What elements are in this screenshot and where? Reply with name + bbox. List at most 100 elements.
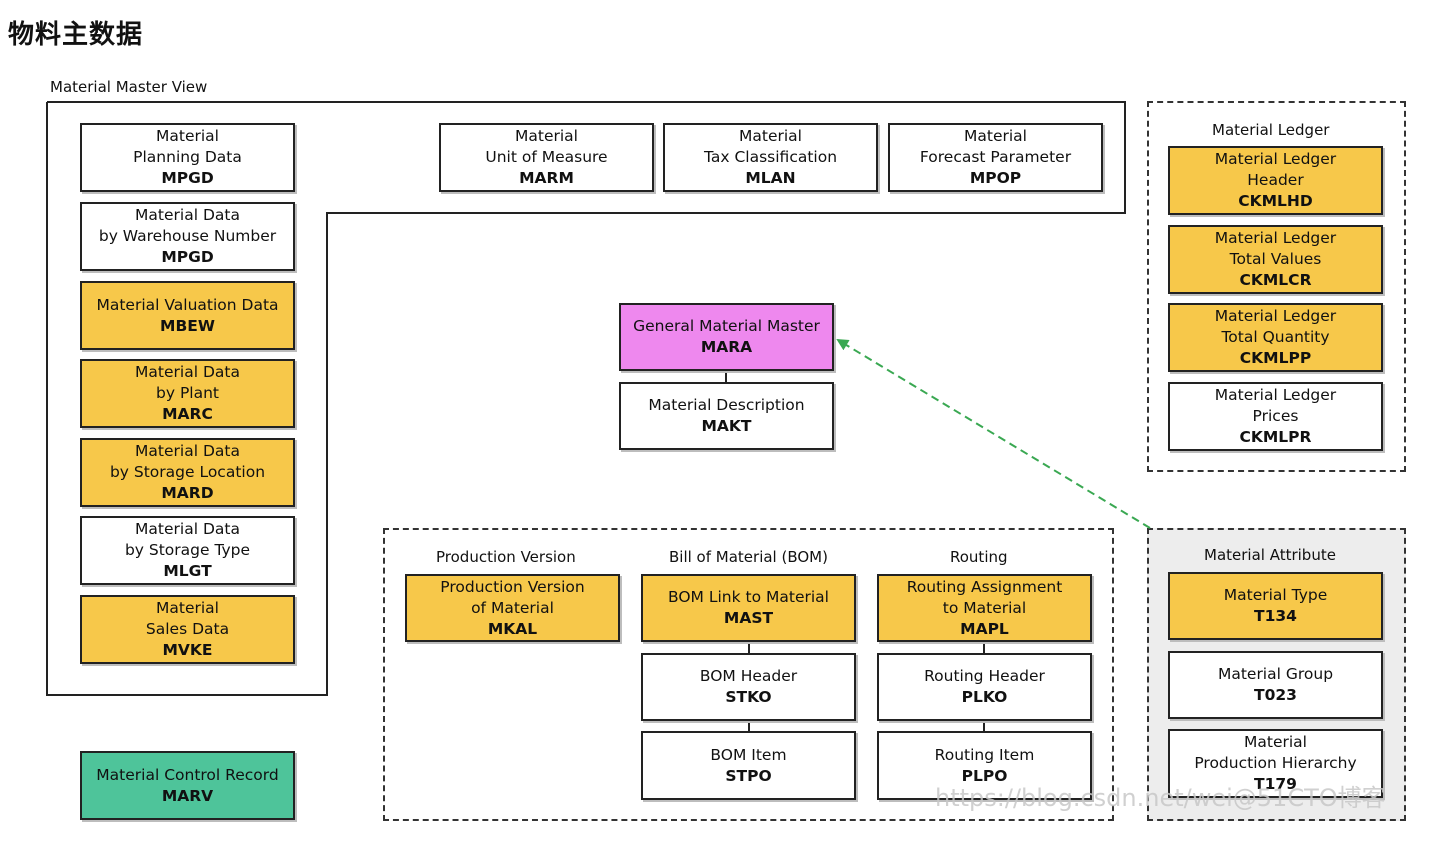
box-line: to Material (942, 598, 1027, 617)
table-code: MVKE (162, 641, 213, 659)
box-mvke: Material Sales Data MVKE (80, 595, 295, 664)
box-line: Material (1244, 733, 1307, 751)
box-ckmlcr: Material Ledger Total Values CKMLCR (1168, 225, 1383, 294)
box-line: Material Group (1217, 665, 1334, 683)
box-mbew: Material Valuation Data MBEW (80, 281, 295, 350)
box-line: General Material Master (633, 317, 820, 335)
table-code: MAST (723, 609, 774, 627)
table-code: MAKT (701, 417, 752, 435)
box-line: Material (515, 127, 578, 145)
mast-stko-connector (748, 641, 750, 654)
mara-makt-connector (725, 370, 727, 383)
table-code: MLGT (163, 562, 212, 580)
table-code: MARC (162, 405, 213, 423)
box-line: Material Data (135, 442, 240, 460)
box-line: BOM Header (699, 667, 798, 685)
production-version-label: Production Version (436, 548, 576, 566)
box-line: BOM Item (710, 745, 787, 764)
box-mara: General Material Master MARA (619, 303, 834, 371)
box-mapl: Routing Assignment to Material MAPL (877, 574, 1092, 642)
table-code: STKO (725, 688, 772, 706)
bom-label: Bill of Material (BOM) (669, 548, 828, 566)
box-line: Planning Data (133, 148, 242, 166)
table-code: MARA (700, 338, 753, 356)
material-ledger-label: Material Ledger (1212, 121, 1330, 139)
box-line: Header (1247, 171, 1304, 189)
box-plpo: Routing Item PLPO (877, 731, 1092, 800)
table-code: MPGD (161, 169, 214, 187)
table-code: T134 (1254, 607, 1297, 625)
box-line: Material Data (135, 520, 240, 538)
box-stko: BOM Header STKO (641, 653, 856, 721)
box-line: Material Ledger (1214, 150, 1337, 168)
watermark: https://blog.csdn.net/wei@51CTO博客 (935, 784, 1386, 812)
table-code: MPGD (161, 248, 214, 266)
table-code: STPO (725, 766, 772, 785)
box-ckmlpp: Material Ledger Total Quantity CKMLPP (1168, 303, 1383, 372)
box-mast: BOM Link to Material MAST (641, 574, 856, 642)
box-t023: Material Group T023 (1168, 651, 1383, 719)
table-code: CKMLCR (1239, 271, 1312, 289)
table-code: PLPO (961, 766, 1008, 785)
table-code: MARM (519, 169, 574, 187)
material-attribute-label: Material Attribute (1204, 546, 1336, 564)
box-mard: Material Data by Storage Location MARD (80, 438, 295, 507)
table-code: MLAN (745, 169, 796, 187)
box-line: Tax Classification (703, 148, 838, 166)
box-line: Routing Item (934, 745, 1035, 764)
box-line: Material Type (1223, 586, 1328, 604)
box-line: Prices (1252, 407, 1299, 425)
table-code: MKAL (487, 619, 538, 638)
box-ckmlpr: Material Ledger Prices CKMLPR (1168, 382, 1383, 451)
box-line: Sales Data (145, 620, 230, 638)
box-line: Material Ledger (1214, 386, 1337, 404)
box-plko: Routing Header PLKO (877, 653, 1092, 721)
table-code: CKMLPR (1239, 428, 1312, 446)
table-code: T179 (1254, 775, 1297, 793)
box-line: Material (964, 127, 1027, 145)
box-ckmlhd: Material Ledger Header CKMLHD (1168, 146, 1383, 215)
table-code: MARD (161, 484, 214, 502)
table-code: PLKO (961, 688, 1008, 706)
box-mkal: Production Version of Material MKAL (405, 574, 620, 642)
box-mpgd-warehouse: Material Data by Warehouse Number MPGD (80, 202, 295, 271)
plko-plpo-connector (983, 720, 985, 733)
box-t179: Material Production Hierarchy T179 (1168, 729, 1383, 798)
box-marc: Material Data by Plant MARC (80, 359, 295, 428)
box-line: Total Quantity (1221, 328, 1330, 346)
box-stpo: BOM Item STPO (641, 731, 856, 800)
box-line: Material (156, 127, 219, 145)
table-code: MAPL (960, 619, 1009, 638)
box-line: Forecast Parameter (919, 148, 1072, 166)
box-line: Material (156, 599, 219, 617)
box-mlan: Material Tax Classification MLAN (663, 123, 878, 192)
box-line: Production Hierarchy (1194, 754, 1357, 772)
routing-label: Routing (950, 548, 1008, 566)
box-line: Material Ledger (1214, 307, 1337, 325)
box-mpgd-planning: Material Planning Data MPGD (80, 123, 295, 192)
box-line: Production Version (440, 577, 585, 596)
box-line: Material Data (135, 206, 240, 224)
box-line: Material Description (648, 396, 805, 414)
box-line: Material (739, 127, 802, 145)
box-makt: Material Description MAKT (619, 382, 834, 450)
box-line: Routing Assignment (906, 577, 1063, 596)
production-bom-routing-region (383, 528, 1114, 821)
box-line: by Storage Type (124, 541, 251, 559)
table-code: MPOP (969, 169, 1022, 187)
mapl-plko-connector (983, 641, 985, 654)
box-line: Material Control Record (96, 765, 279, 784)
box-mpop: Material Forecast Parameter MPOP (888, 123, 1103, 192)
box-line: Total Values (1229, 250, 1322, 268)
box-line: by Storage Location (109, 463, 266, 481)
box-marm: Material Unit of Measure MARM (439, 123, 654, 192)
box-line: BOM Link to Material (668, 588, 829, 606)
box-line: Material Ledger (1214, 229, 1337, 247)
box-line: Routing Header (924, 667, 1045, 685)
box-line: Material Data (135, 363, 240, 381)
table-code: CKMLHD (1238, 192, 1313, 210)
table-code: CKMLPP (1239, 349, 1312, 367)
box-line: by Warehouse Number (98, 227, 277, 245)
table-code: MBEW (160, 316, 215, 335)
